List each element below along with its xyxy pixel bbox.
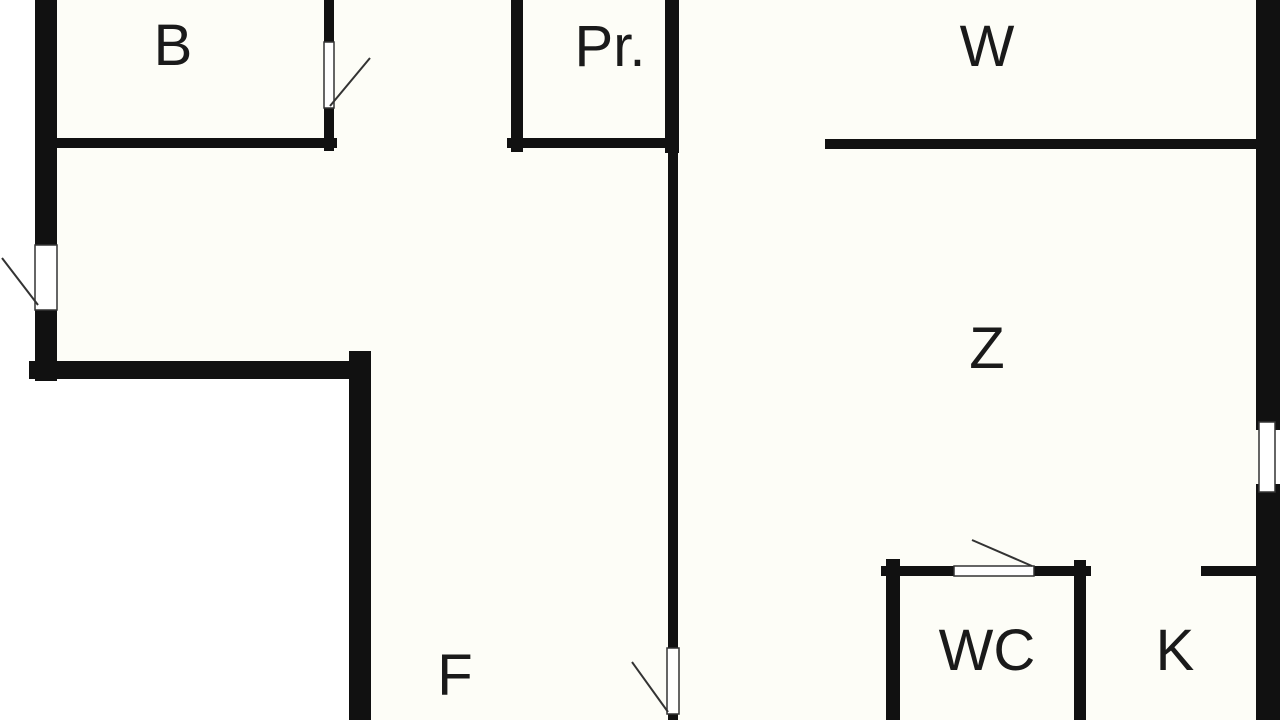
door-leaf-bathroom: [329, 57, 371, 107]
room-label-kitchen: K: [1156, 618, 1195, 683]
room-label-hall: F: [437, 643, 472, 708]
door-leaf-entrance: [1, 257, 39, 306]
door-leaf-hall: [631, 661, 669, 713]
door-frame-hall: [666, 647, 680, 715]
room-label-living: W: [960, 14, 1015, 79]
room-label-bathroom: B: [154, 13, 193, 78]
room-label-pantry: Pr.: [575, 14, 646, 79]
door-frame-wc: [953, 565, 1035, 577]
windows: [34, 244, 1276, 493]
walls: [29, 0, 1280, 720]
doors: [1, 41, 1035, 715]
door-frame-bathroom: [323, 41, 335, 109]
room-label-toilet: WC: [939, 618, 1036, 683]
room-label-main-room: Z: [969, 316, 1004, 381]
window-left-wall: [34, 244, 58, 311]
door-leaf-wc: [971, 539, 1033, 567]
floor-area: [46, 0, 1262, 720]
window-right-wall: [1258, 421, 1276, 493]
